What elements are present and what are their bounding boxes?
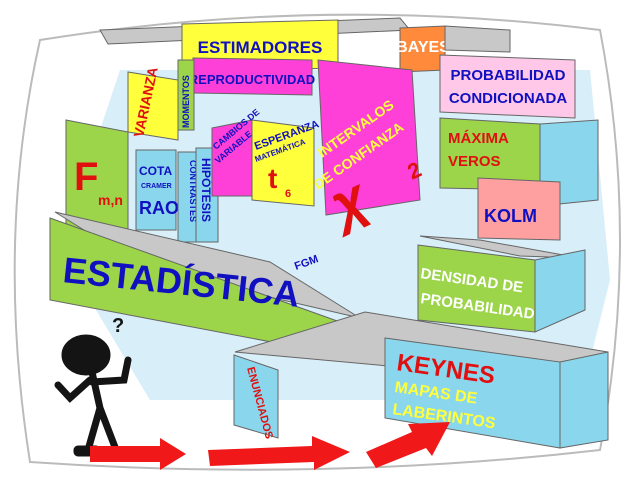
probabilidad-label-1: PROBABILIDAD	[451, 67, 566, 84]
wall-keynes-side	[559, 351, 609, 449]
wall-probabilidad	[439, 54, 576, 119]
reproductividad-label: REPRODUCTIVIDAD	[189, 72, 315, 87]
cota-label-1: COTA	[139, 164, 172, 178]
wall-varianza	[127, 71, 179, 141]
arrow-1	[90, 438, 186, 470]
question-mark: ?	[112, 315, 124, 337]
maxima-label-1: MÁXIMA	[448, 130, 509, 147]
cota-label-3: RAO	[139, 198, 179, 218]
hipotesis-label: HIPÓTESIS	[199, 158, 214, 222]
figure-head	[61, 334, 111, 376]
wall-esperanza	[251, 119, 315, 207]
probabilidad-label-2: CONDICIONADA	[449, 90, 567, 107]
cota-label-2: CRAMER	[141, 183, 172, 190]
momentos-label: MOMENTOS	[181, 75, 191, 128]
wall-kolm	[477, 177, 561, 241]
maxima-label-2: VEROS	[448, 153, 501, 170]
wall-cota	[135, 149, 177, 231]
wall-intervalos	[317, 59, 421, 216]
arrow-2	[208, 436, 350, 470]
wall-enunciados	[233, 354, 279, 439]
kolm-label: KOLM	[484, 206, 537, 226]
fisher-subscript: m,n	[98, 192, 123, 208]
arrow-3	[366, 422, 450, 468]
contrastes-label: CONTRASTES	[188, 160, 198, 222]
fisher-label: F	[74, 155, 98, 199]
student-label: t	[268, 163, 277, 194]
figure-body	[54, 356, 132, 459]
student-subscript: 6	[285, 188, 291, 200]
wall-cyan-lower-right	[534, 249, 586, 333]
bayes-label: BAYES	[396, 39, 450, 56]
estimadores-label: ESTIMADORES	[198, 38, 323, 57]
wall-top-right	[444, 25, 511, 53]
